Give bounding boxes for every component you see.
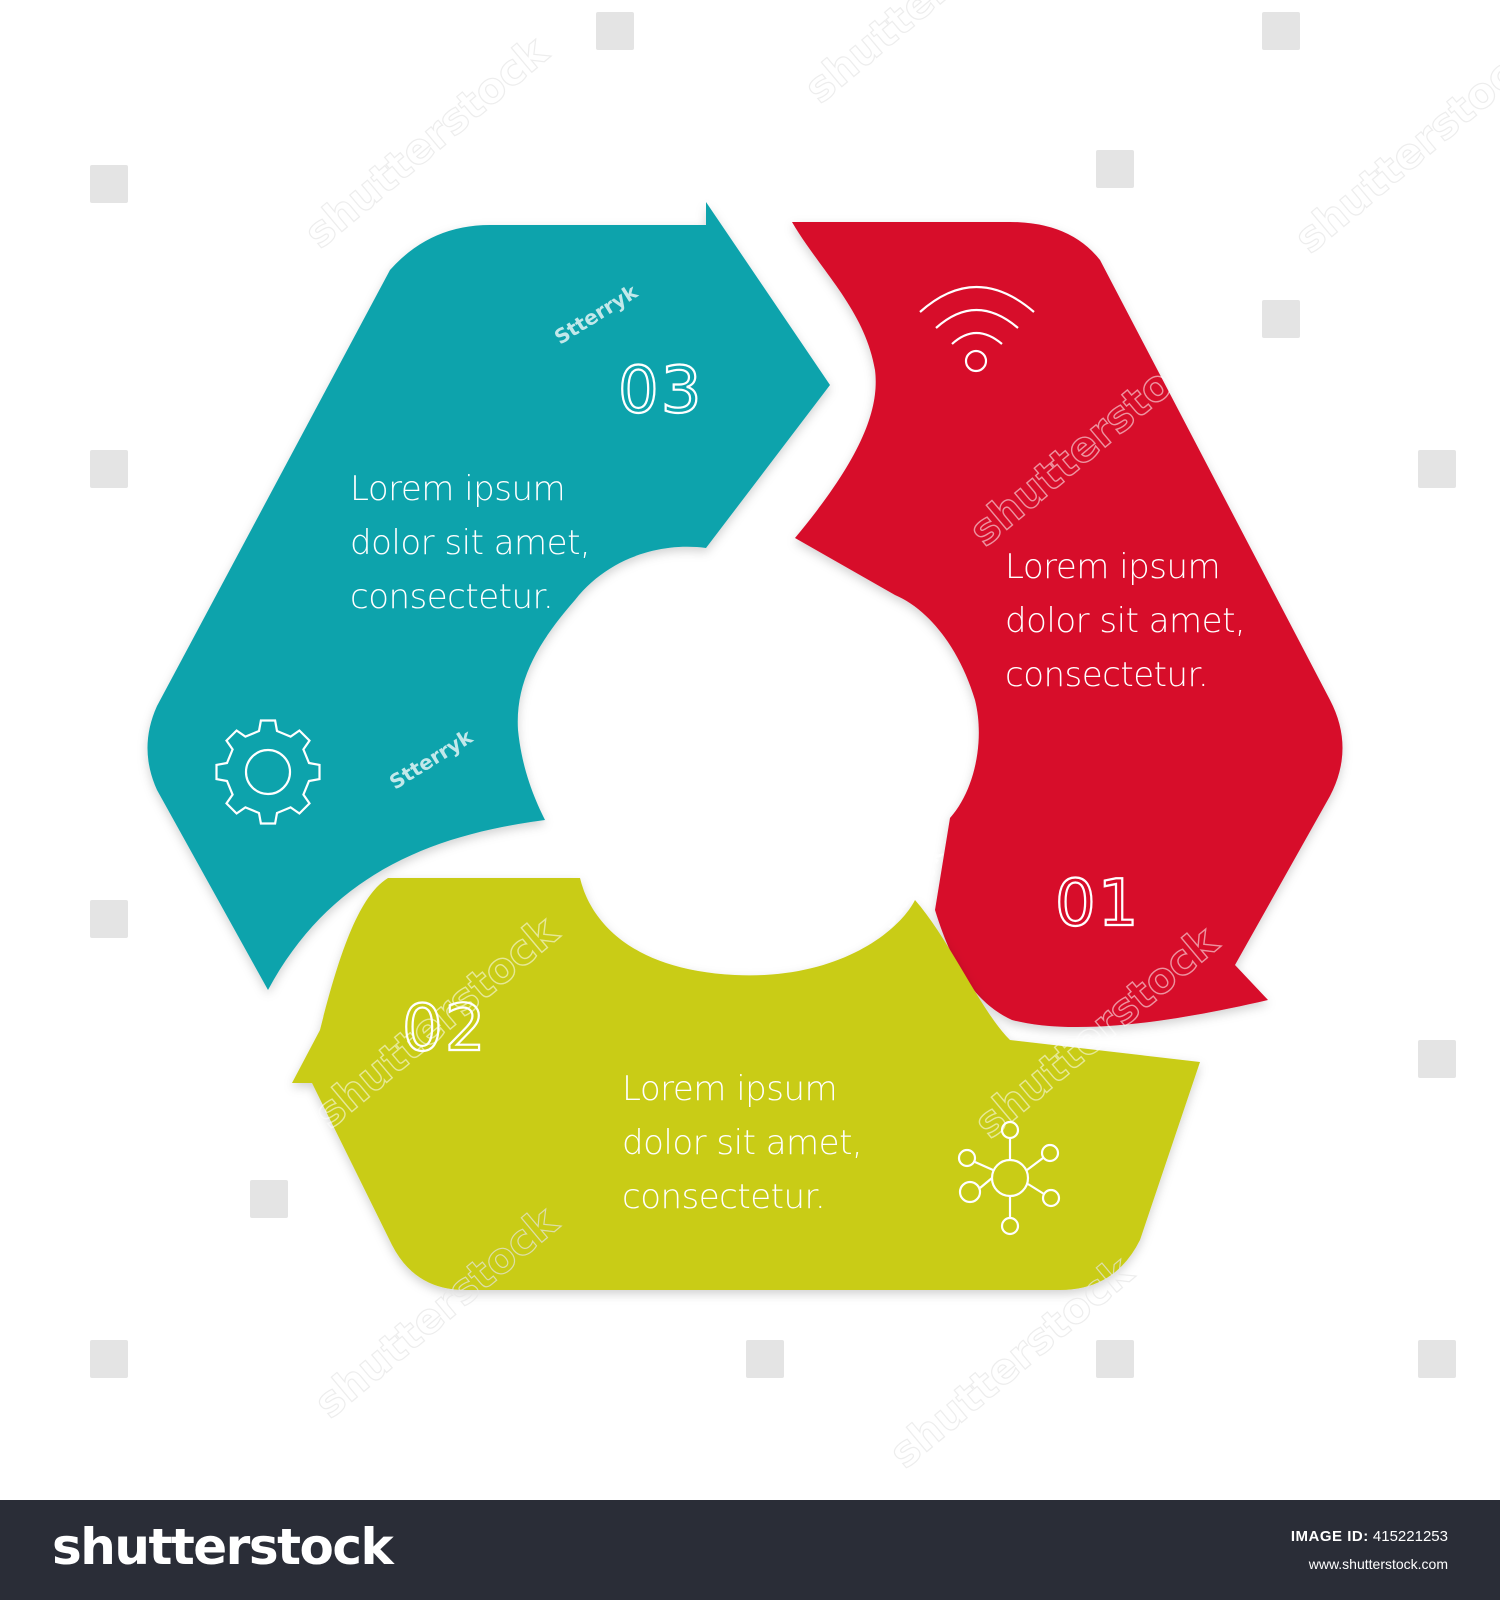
watermark-square: [1096, 1340, 1134, 1378]
svg-text:consectetur.: consectetur.: [1005, 655, 1208, 695]
segment-text-line: consectetur.: [350, 577, 553, 617]
site-watermark: shutterstock: [295, 26, 558, 258]
watermark-square: [250, 1180, 288, 1218]
svg-text:consectetur.: consectetur.: [350, 577, 553, 617]
segment-number: 01: [1055, 867, 1140, 941]
site-watermark: shutterstock: [1285, 31, 1500, 263]
segment-text-line: dolor sit amet,: [1005, 601, 1245, 641]
watermark-square: [1096, 150, 1134, 188]
image-id-value: 415221253: [1372, 1528, 1448, 1545]
cycle-diagram: 01 Lorem ipsum dolor sit amet, consectet…: [90, 0, 1500, 1478]
wifi-icon: [919, 285, 1035, 373]
shutterstock-logo: shutterstock: [52, 1518, 394, 1576]
watermark-square: [90, 450, 128, 488]
svg-text:Lorem ipsum: Lorem ipsum: [350, 469, 565, 509]
segment-01-content: 01 Lorem ipsum dolor sit amet, consectet…: [919, 285, 1246, 942]
svg-text:dolor sit amet,: dolor sit amet,: [1005, 601, 1245, 641]
segment-number: 03: [618, 354, 703, 428]
segment-text-line: consectetur.: [1005, 655, 1208, 695]
segment-01-shape: [792, 222, 1343, 1028]
watermark-square: [1262, 300, 1300, 338]
segment-text-line: dolor sit amet,: [622, 1123, 862, 1163]
watermark-square: [1418, 450, 1456, 488]
svg-text:dolor sit amet,: dolor sit amet,: [622, 1123, 862, 1163]
network-icon: [957, 1120, 1061, 1236]
segment-02-shape: [292, 878, 1200, 1290]
segment-number: 02: [402, 992, 487, 1066]
image-id-label: IMAGE ID:: [1290, 1528, 1369, 1545]
watermark-square: [90, 900, 128, 938]
segment-text-line: Lorem ipsum: [1005, 547, 1220, 587]
watermark-square: [1418, 1040, 1456, 1078]
segment-text-line: consectetur.: [622, 1177, 825, 1217]
watermark-square: [1262, 12, 1300, 50]
watermark-square: [90, 1340, 128, 1378]
watermark-square: [596, 12, 634, 50]
segment-02-content: 02 Lorem ipsum dolor sit amet, consectet…: [401, 991, 1061, 1236]
watermark-square: [90, 165, 128, 203]
svg-text:dolor sit amet,: dolor sit amet,: [350, 523, 590, 563]
site-watermark: shutterstock: [795, 0, 1058, 113]
footer-bar: shutterstock IMAGE ID: 415221253 www.shu…: [0, 1500, 1500, 1600]
image-id: IMAGE ID: 415221253: [1291, 1528, 1448, 1545]
site-url: www.shutterstock.com: [1308, 1556, 1448, 1572]
segment-text-line: Lorem ipsum: [350, 469, 565, 509]
segment-text-line: dolor sit amet,: [350, 523, 590, 563]
watermark-square: [1418, 1340, 1456, 1378]
gear-icon: [215, 719, 321, 825]
watermark-square: [746, 1340, 784, 1378]
segment-03-content: 03 Lorem ipsum dolor sit amet, consectet…: [215, 353, 703, 825]
svg-text:Lorem ipsum: Lorem ipsum: [622, 1069, 837, 1109]
segment-03-shape: [147, 202, 830, 990]
svg-text:Lorem ipsum: Lorem ipsum: [1005, 547, 1220, 587]
segment-text-line: Lorem ipsum: [622, 1069, 837, 1109]
svg-text:consectetur.: consectetur.: [622, 1177, 825, 1217]
